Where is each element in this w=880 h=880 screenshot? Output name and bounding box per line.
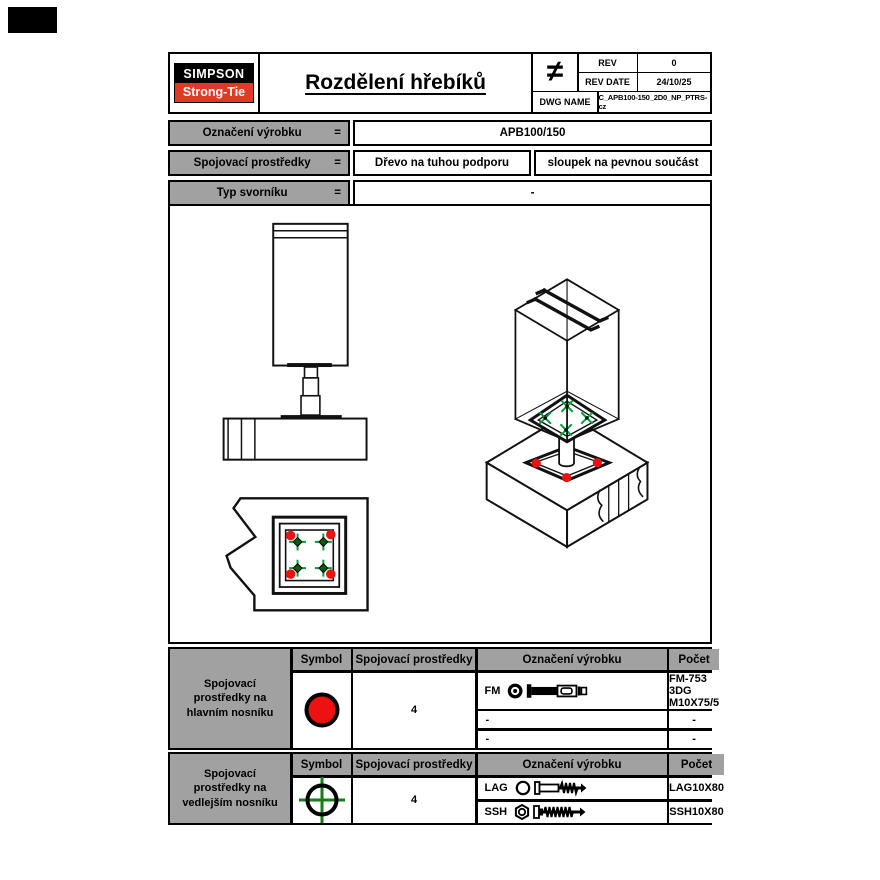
title-block: SIMPSON Strong-Tie Rozdělení hřebíků ≠ R… xyxy=(168,52,712,114)
rev-label: REV xyxy=(578,54,637,72)
green-crosshair-icon xyxy=(298,777,345,824)
red-circle-icon xyxy=(304,692,339,728)
symbol-cell xyxy=(292,672,351,748)
fastener-code: FM xyxy=(484,684,501,697)
info-row-bolt-type: Typ svorníku = - xyxy=(168,180,712,206)
plan-view xyxy=(225,497,369,612)
fastener-cell: LAG xyxy=(477,777,667,799)
equals-sign: = xyxy=(334,127,341,139)
revision-table: ≠ REV 0 REV DATE 24/10/25 DWG NAME C_APB… xyxy=(533,54,710,112)
count-cell: 4 xyxy=(353,777,475,823)
front-elevation-view xyxy=(222,222,368,461)
product-cell: LAG10X80 xyxy=(669,777,725,799)
bolt-type-label: Typ svorníku xyxy=(216,187,288,199)
fastener-cell: SSH xyxy=(477,801,667,823)
info-row-fasteners: Spojovací prostředky = Dřevo na tuhou po… xyxy=(168,150,712,176)
technical-drawing xyxy=(222,222,650,612)
lag-screw-icon xyxy=(515,779,587,798)
simpson-strongtie-logo: SIMPSON Strong-Tie xyxy=(174,63,254,103)
product-designation-label: Označení výrobku xyxy=(202,127,302,139)
symbol-cell xyxy=(292,777,351,824)
product-cell: SSH10X80 xyxy=(669,801,725,823)
column-header-symbol: Symbol xyxy=(292,649,351,670)
column-header-count: Počet xyxy=(669,649,720,670)
fastener-code: LAG xyxy=(484,782,508,795)
ssh-screw-icon xyxy=(515,804,586,821)
rev-date-label: REV DATE xyxy=(578,73,637,91)
logo-simpson-text: SIMPSON xyxy=(175,64,253,83)
column-header-symbol: Symbol xyxy=(292,754,351,775)
fastener-cell: - xyxy=(477,730,667,748)
page-title: Rozdělení hřebíků xyxy=(305,71,486,94)
break-marks xyxy=(526,287,609,332)
screen-corner-artifact xyxy=(8,7,57,33)
equals-sign: = xyxy=(334,187,341,199)
screw-cross-markers xyxy=(289,533,332,577)
fasteners-label: Spojovací prostředky xyxy=(193,157,311,169)
drawing-sheet: SIMPSON Strong-Tie Rozdělení hřebíků ≠ R… xyxy=(168,52,725,828)
dwg-name-label: DWG NAME xyxy=(533,92,597,112)
anchor-dot-markers xyxy=(285,529,336,579)
rev-value: 0 xyxy=(638,54,710,72)
title-cell: Rozdělení hřebíků xyxy=(260,54,533,112)
dwg-name-value: C_APB100-150_2D0_NP_PTRS-cz xyxy=(598,92,710,112)
equals-sign: = xyxy=(334,157,341,169)
fasteners-value-1: Dřevo na tuhou podporu xyxy=(353,150,531,176)
info-row-product: Označení výrobku = APB100/150 xyxy=(168,120,712,146)
bolt-type-value: - xyxy=(353,180,712,206)
fastener-table-main: Spojovací prostředky na hlavním nosníku … xyxy=(168,647,719,750)
fastener-cell: - xyxy=(477,711,667,729)
column-header-product: Označení výrobku xyxy=(477,754,667,775)
iso-anchor-dots xyxy=(531,458,602,483)
isometric-view xyxy=(484,278,650,549)
group-label-secondary: Spojovací prostředky na vedlejším nosník… xyxy=(170,754,290,823)
product-cell: - xyxy=(669,711,720,729)
product-designation-value: APB100/150 xyxy=(353,120,712,146)
drawing-area xyxy=(168,204,712,644)
product-cell: - xyxy=(669,730,720,748)
column-header-product: Označení výrobku xyxy=(477,649,667,670)
rev-date-value: 24/10/25 xyxy=(638,73,710,91)
product-cell: FM-753 3DG M10X75/5 xyxy=(669,672,720,709)
logo-strongtie-text: Strong-Tie xyxy=(175,83,253,102)
column-header-fastener: Spojovací prostředky xyxy=(353,754,475,775)
fastener-code: SSH xyxy=(484,806,508,819)
fm-anchor-icon xyxy=(508,683,588,698)
count-cell: 4 xyxy=(353,672,475,748)
fasteners-value-2: sloupek na pevnou součást xyxy=(534,150,712,176)
fastener-cell: FM xyxy=(477,672,667,709)
column-header-count: Počet xyxy=(669,754,725,775)
column-header-fastener: Spojovací prostředky xyxy=(353,649,475,670)
fastener-table-secondary: Spojovací prostředky na vedlejším nosník… xyxy=(168,752,725,825)
not-equal-icon: ≠ xyxy=(533,54,577,91)
logo-cell: SIMPSON Strong-Tie xyxy=(170,54,260,112)
group-label-main: Spojovací prostředky na hlavním nosníku xyxy=(170,649,290,748)
